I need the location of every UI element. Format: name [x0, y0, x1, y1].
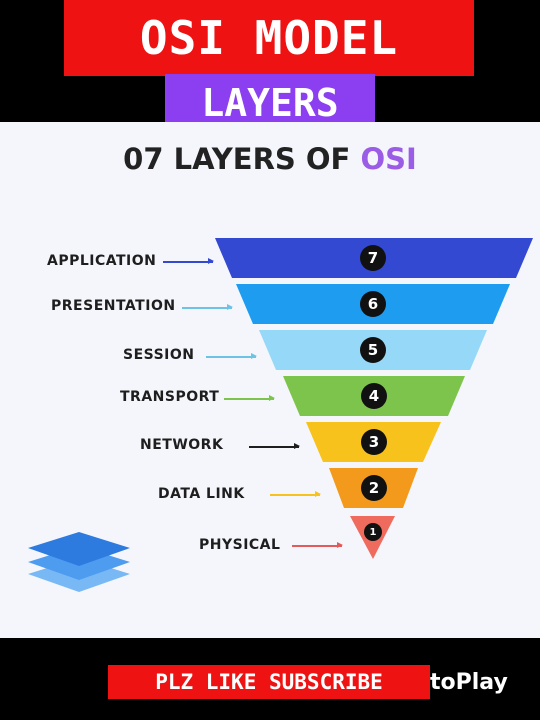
layer-7-badge: 7 [360, 245, 386, 271]
arrow-network [249, 443, 300, 449]
layer-3-badge: 3 [361, 429, 387, 455]
subtitle-text: LAYERS [201, 81, 339, 125]
label-application: APPLICATION [47, 253, 157, 269]
title-banner: OSI MODEL [64, 0, 474, 76]
arrow-session [206, 353, 257, 359]
infographic-panel: 07 LAYERS OF OSI 7 6 5 4 3 2 1 APPLICATI… [0, 122, 540, 638]
label-data-link: DATA LINK [158, 486, 245, 502]
arrow-application [163, 258, 214, 264]
label-network: NETWORK [140, 437, 224, 453]
title-text: OSI MODEL [139, 11, 399, 65]
layer-1-badge: 1 [364, 523, 382, 541]
layers-stack-icon [28, 532, 130, 592]
layer-4-badge: 4 [361, 383, 387, 409]
layer-5-badge: 5 [360, 337, 386, 363]
label-presentation: PRESENTATION [51, 298, 176, 314]
arrow-presentation [182, 304, 233, 310]
infographic-heading: 07 LAYERS OF OSI [0, 142, 540, 176]
label-session: SESSION [123, 347, 195, 363]
layer-6-badge: 6 [360, 291, 386, 317]
arrow-data-link [270, 491, 321, 497]
arrow-transport [224, 395, 275, 401]
heading-accent: OSI [360, 142, 417, 176]
subscribe-banner[interactable]: PLZ LIKE SUBSCRIBE [108, 665, 430, 699]
brand-watermark: toPlay [430, 670, 508, 695]
label-physical: PHYSICAL [199, 537, 281, 553]
heading-prefix: 07 LAYERS OF [123, 142, 361, 176]
subscribe-text: PLZ LIKE SUBSCRIBE [155, 670, 383, 694]
arrow-physical [292, 542, 343, 548]
layer-2-badge: 2 [361, 475, 387, 501]
stack-layer-top [28, 532, 130, 566]
label-transport: TRANSPORT [120, 389, 220, 405]
